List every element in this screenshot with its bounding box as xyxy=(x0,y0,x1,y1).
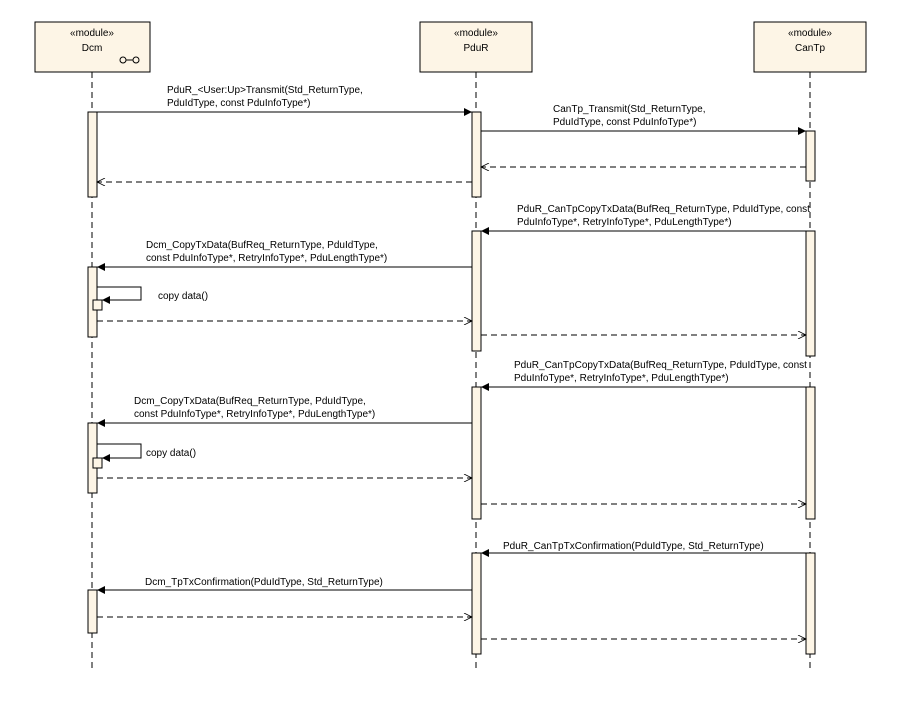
message-call: PduR_CanTpCopyTxData(BufReq_ReturnType, … xyxy=(481,360,807,391)
activation-bar xyxy=(87,111,98,198)
message-label: PduIdType, const PduInfoType*) xyxy=(167,98,310,109)
activation-bar xyxy=(805,552,816,655)
activation-bar xyxy=(805,130,816,182)
message-call: PduR_CanTpCopyTxData(BufReq_ReturnType, … xyxy=(481,204,810,235)
message-call: Dcm_CopyTxData(BufReq_ReturnType, PduIdT… xyxy=(97,240,472,271)
activation-bar xyxy=(471,111,482,198)
message-call: PduR_CanTpTxConfirmation(PduIdType, Std_… xyxy=(481,541,806,557)
message-call: Dcm_TpTxConfirmation(PduIdType, Std_Retu… xyxy=(97,577,472,594)
message-label: Dcm_TpTxConfirmation(PduIdType, Std_Retu… xyxy=(145,577,383,588)
lifeline-stereotype-cantp: «module» xyxy=(788,28,832,39)
lifeline-header-dcm: «module» Dcm xyxy=(34,21,151,73)
lifeline-stereotype-dcm: «module» xyxy=(70,28,114,39)
message-label: copy data() xyxy=(146,448,196,459)
message-call: CanTp_Transmit(Std_ReturnType, PduIdType… xyxy=(481,104,806,135)
message-call: Dcm_CopyTxData(BufReq_ReturnType, PduIdT… xyxy=(97,396,472,427)
message-label: PduIdType, const PduInfoType*) xyxy=(553,117,696,128)
message-self: copy data() xyxy=(97,443,196,462)
activation-bar xyxy=(805,386,816,520)
message-self: copy data() xyxy=(97,286,208,304)
message-label: copy data() xyxy=(158,291,208,302)
message-label: const PduInfoType*, RetryInfoType*, PduL… xyxy=(134,409,375,420)
activation-bar xyxy=(92,457,103,469)
activation-bar xyxy=(87,589,98,634)
lifeline-header-pdur: «module» PduR xyxy=(419,21,533,73)
lifeline-stereotype-pdur: «module» xyxy=(454,28,498,39)
messages: PduR_<User:Up>Transmit(Std_ReturnType, P… xyxy=(97,85,810,639)
message-label: CanTp_Transmit(Std_ReturnType, xyxy=(553,104,705,115)
lifeline-name-pdur: PduR xyxy=(463,43,488,54)
message-call: PduR_<User:Up>Transmit(Std_ReturnType, P… xyxy=(97,85,472,116)
message-label: PduR_CanTpTxConfirmation(PduIdType, Std_… xyxy=(503,541,764,552)
lifeline-box-dcm xyxy=(34,21,151,73)
activation-bar xyxy=(471,386,482,520)
lifeline-name-dcm: Dcm xyxy=(82,43,103,54)
activation-bar xyxy=(92,299,103,311)
message-label: PduInfoType*, RetryInfoType*, PduLengthT… xyxy=(517,217,732,228)
lifeline-name-cantp: CanTp xyxy=(795,43,825,54)
message-label: PduInfoType*, RetryInfoType*, PduLengthT… xyxy=(514,373,729,384)
message-label: const PduInfoType*, RetryInfoType*, PduL… xyxy=(146,253,387,264)
message-label: PduR_<User:Up>Transmit(Std_ReturnType, xyxy=(167,85,363,96)
component-icon xyxy=(119,56,140,64)
activation-bar xyxy=(471,230,482,352)
activation-bar xyxy=(805,230,816,357)
message-label: Dcm_CopyTxData(BufReq_ReturnType, PduIdT… xyxy=(134,396,366,407)
lifeline-box-cantp xyxy=(753,21,867,73)
message-label: Dcm_CopyTxData(BufReq_ReturnType, PduIdT… xyxy=(146,240,378,251)
lifeline-header-cantp: «module» CanTp xyxy=(753,21,867,73)
activations xyxy=(87,111,816,655)
lifeline-box-pdur xyxy=(419,21,533,73)
activation-bar xyxy=(471,552,482,655)
message-label: PduR_CanTpCopyTxData(BufReq_ReturnType, … xyxy=(517,204,810,215)
message-label: PduR_CanTpCopyTxData(BufReq_ReturnType, … xyxy=(514,360,807,371)
